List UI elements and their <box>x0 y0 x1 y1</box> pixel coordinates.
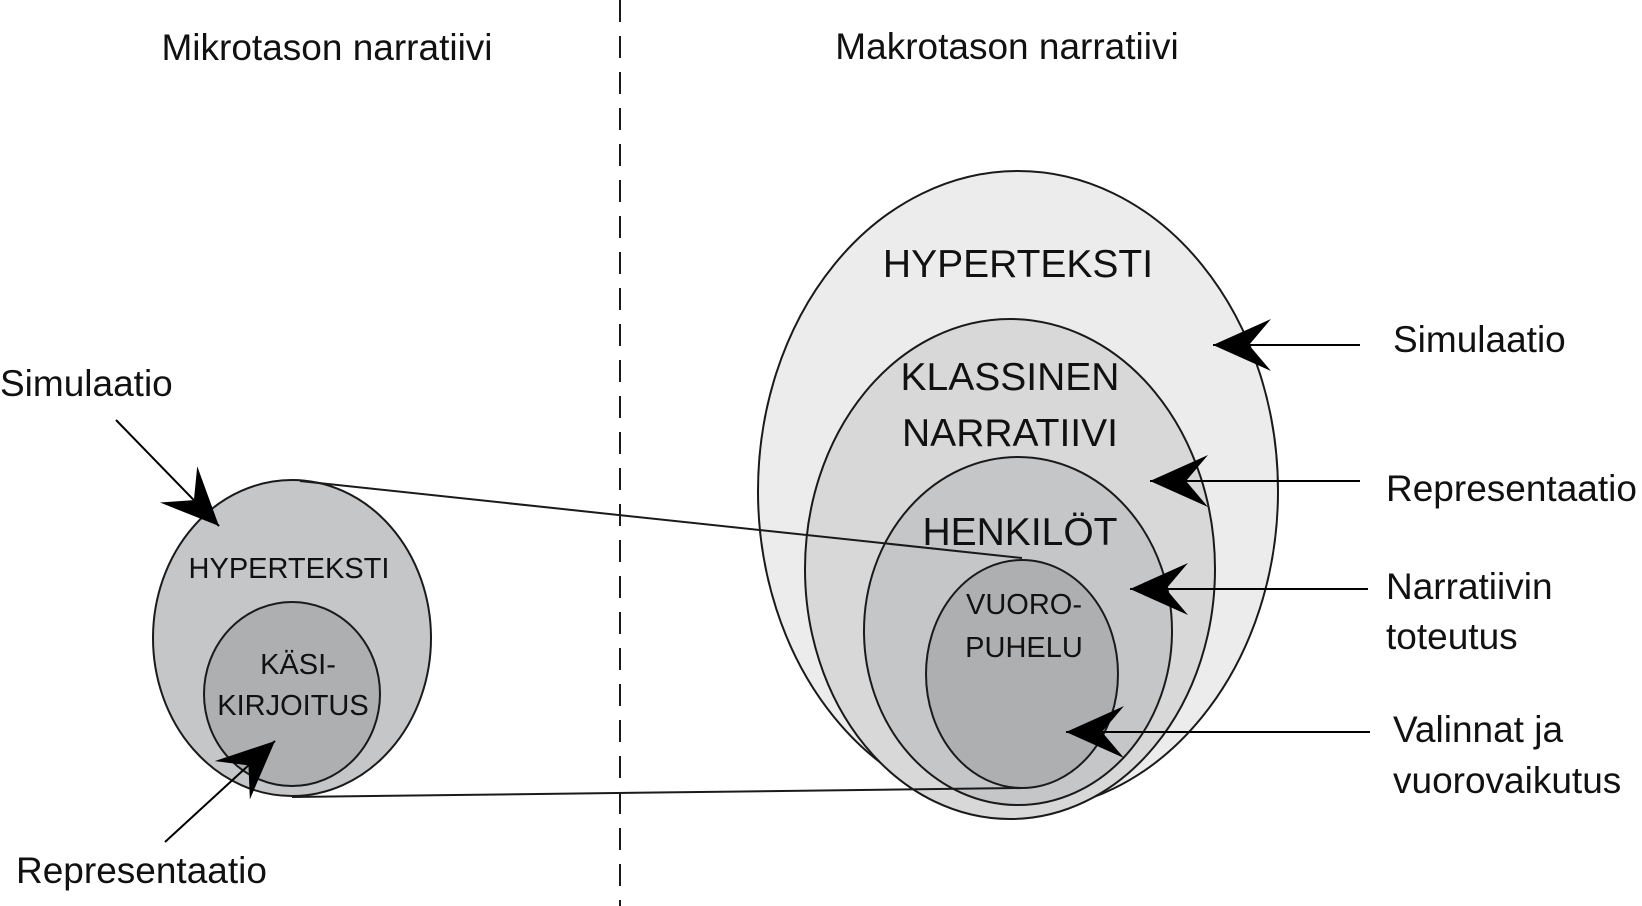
macro-ring3-label: HENKILÖT <box>922 511 1117 554</box>
macro-heading: Makrotason narratiivi <box>835 26 1178 67</box>
macro-narratiivin-label-line1: Narratiivin <box>1386 566 1553 607</box>
macro-ring2-label-line1: KLASSINEN <box>901 356 1120 399</box>
micro-outer-label: HYPERTEKSTI <box>189 553 390 585</box>
macro-ring2-label-line2: NARRATIIVI <box>902 412 1118 455</box>
micro-simulaatio-arrow <box>115 419 220 527</box>
macro-simulaatio-label: Simulaatio <box>1393 319 1566 360</box>
connector-line-bottom <box>291 787 1023 798</box>
macro-valinnat-label-line1: Valinnat ja <box>1393 709 1563 750</box>
micro-inner-label-line1: KÄSI- <box>260 649 336 681</box>
micro-representaatio-arrow <box>164 740 276 843</box>
micro-representaatio-label: Representaatio <box>16 850 267 891</box>
micro-inner-label-line2: KIRJOITUS <box>217 690 368 722</box>
macro-ring4-label-line2: PUHELU <box>965 632 1083 664</box>
macro-representaatio-label: Representaatio <box>1386 468 1637 509</box>
macro-narratiivin-label-line2: toteutus <box>1386 616 1518 657</box>
macro-ring4-label-line1: VUORO- <box>966 589 1082 621</box>
macro-ring1-label: HYPERTEKSTI <box>883 243 1153 286</box>
micro-inner-ellipse <box>203 601 381 787</box>
micro-heading: Mikrotason narratiivi <box>161 27 492 68</box>
micro-simulaatio-label: Simulaatio <box>0 363 173 404</box>
macro-valinnat-label-line2: vuorovaikutus <box>1393 760 1621 801</box>
connector-line-top <box>299 480 1023 559</box>
